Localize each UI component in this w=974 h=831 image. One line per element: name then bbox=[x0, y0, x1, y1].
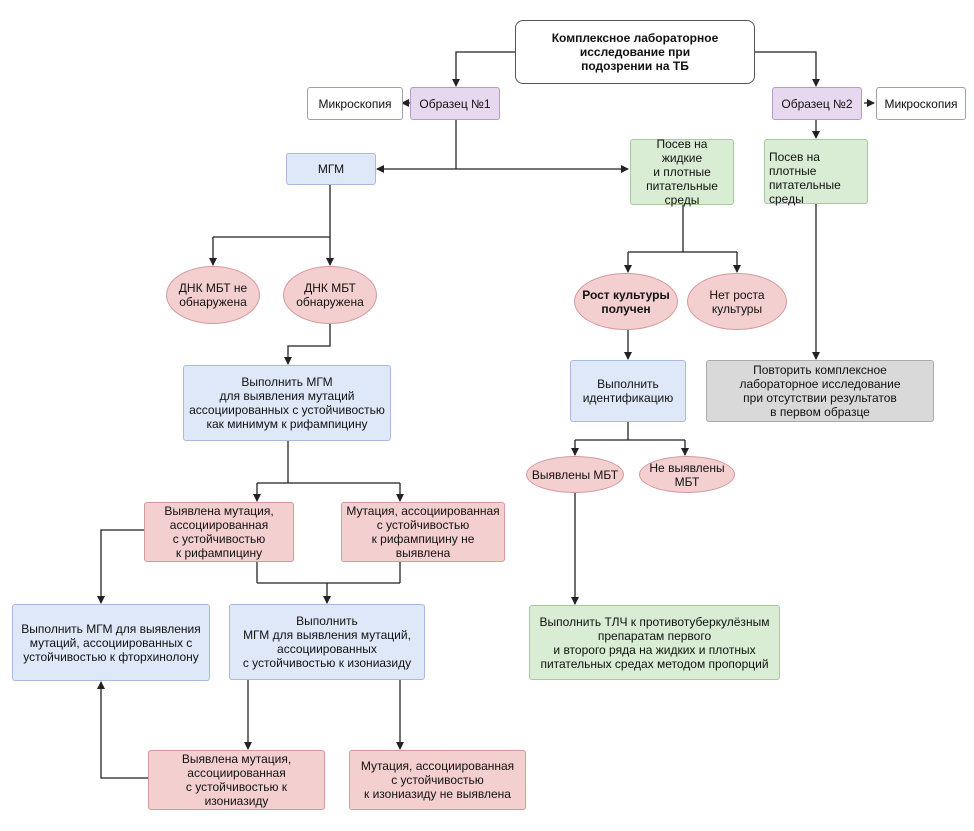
node-dna-found: ДНК МБТ обнаружена bbox=[283, 266, 377, 324]
node-mgm-label: МГМ bbox=[317, 162, 345, 176]
node-mgm-inh-label: Выполнить МГМ для выявления мутаций, асс… bbox=[242, 614, 412, 670]
node-dna-not-found: ДНК МБТ не обнаружена bbox=[166, 266, 260, 324]
node-mbt-found: Выявлены МБТ bbox=[526, 456, 624, 493]
node-growth-yes: Рост культуры получен bbox=[574, 273, 678, 330]
node-sample1: Образец №1 bbox=[410, 87, 500, 120]
node-identify: Выполнить идентификацию bbox=[570, 360, 686, 422]
node-culture-liquid: Посев на жидкие и плотные питательные ср… bbox=[630, 137, 734, 207]
node-top-label: Комплексное лабораторное исследование пр… bbox=[551, 31, 719, 73]
node-growth-no: Нет роста культуры bbox=[687, 273, 787, 330]
node-inh-no-mutation: Мутация, ассоциированная с устойчивостью… bbox=[349, 750, 526, 810]
node-mgm-rif: Выполнить МГМ для выявления мутаций ассо… bbox=[183, 365, 391, 441]
node-inh-mutation: Выявлена мутация, ассоциированная с усто… bbox=[148, 750, 325, 810]
node-micro-right-label: Микроскопия bbox=[884, 96, 958, 111]
node-identify-label: Выполнить идентификацию bbox=[582, 377, 674, 405]
node-mgm-inh: Выполнить МГМ для выявления мутаций, асс… bbox=[229, 604, 425, 680]
node-mgm-rif-label: Выполнить МГМ для выявления мутаций ассо… bbox=[189, 375, 385, 431]
node-mgm-fq-label: Выполнить МГМ для выявления мутаций, асс… bbox=[21, 621, 201, 664]
node-culture-liquid-label: Посев на жидкие и плотные питательные ср… bbox=[646, 137, 718, 207]
node-mbt-not-found: Не выявлены МБТ bbox=[639, 456, 735, 493]
node-mgm: МГМ bbox=[286, 153, 376, 185]
node-dna-found-label: ДНК МБТ обнаружена bbox=[296, 281, 364, 309]
node-dst-label: Выполнить ТЛЧ к противотуберкулёзным пре… bbox=[539, 614, 770, 671]
node-top: Комплексное лабораторное исследование пр… bbox=[515, 20, 755, 84]
node-inh-no-mutation-label: Мутация, ассоциированная с устойчивостью… bbox=[360, 759, 515, 801]
node-repeat-label: Повторить комплексное лабораторное иссле… bbox=[739, 363, 901, 419]
edge-inhmut-fq bbox=[97, 681, 148, 779]
node-culture-solid: Посев на плотные питательные среды bbox=[764, 139, 868, 206]
node-dna-not-found-label: ДНК МБТ не обнаружена bbox=[178, 281, 248, 309]
node-inh-mutation-label: Выявлена мутация, ассоциированная с усто… bbox=[181, 752, 292, 808]
node-rif-mutation: Выявлена мутация, ассоциированная с усто… bbox=[144, 502, 294, 562]
node-mbt-found-label: Выявлены МБТ bbox=[531, 467, 619, 482]
node-rif-mutation-label: Выявлена мутация, ассоциированная с усто… bbox=[164, 504, 274, 560]
edge-rifmut-fq bbox=[97, 529, 144, 604]
edge-top-sample2 bbox=[755, 51, 820, 87]
edge-top-sample1 bbox=[452, 51, 515, 87]
node-mbt-not-found-label: Не выявлены МБТ bbox=[649, 460, 725, 489]
node-micro-left: Микроскопия bbox=[307, 87, 403, 120]
node-sample2-label: Образец №2 bbox=[781, 96, 853, 111]
node-rif-no-mutation: Мутация, ассоциированная с устойчивостью… bbox=[341, 502, 505, 562]
node-growth-yes-label: Рост культуры получен bbox=[582, 287, 670, 316]
node-repeat: Повторить комплексное лабораторное иссле… bbox=[706, 360, 934, 422]
node-rif-no-mutation-label: Мутация, ассоциированная с устойчивостью… bbox=[346, 504, 500, 560]
node-micro-left-label: Микроскопия bbox=[318, 96, 392, 111]
edge-dna-rif bbox=[284, 324, 331, 365]
node-dst: Выполнить ТЛЧ к противотуберкулёзным пре… bbox=[529, 605, 780, 680]
node-sample1-label: Образец №1 bbox=[419, 96, 491, 111]
node-mgm-fq: Выполнить МГМ для выявления мутаций, асс… bbox=[12, 604, 210, 681]
node-sample2: Образец №2 bbox=[772, 87, 862, 120]
node-culture-solid-label: Посев на плотные питательные среды bbox=[769, 150, 841, 206]
node-growth-no-label: Нет роста культуры bbox=[709, 287, 765, 316]
node-micro-right: Микроскопия bbox=[876, 87, 966, 120]
